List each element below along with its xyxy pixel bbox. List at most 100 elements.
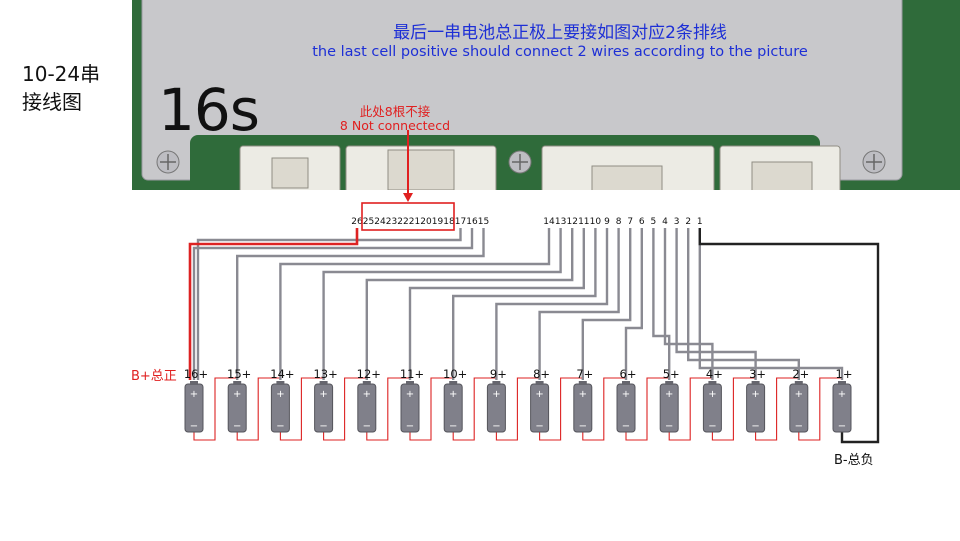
cell-minus-sign: −	[579, 421, 587, 432]
pin-label: 7	[627, 217, 633, 227]
cell-minus-sign: −	[276, 421, 284, 432]
series-link-wire	[366, 377, 410, 441]
series-link-wire	[625, 377, 670, 441]
balance-wire	[675, 228, 757, 380]
series-link-wire	[452, 377, 497, 441]
cell-plus-sign: +	[449, 389, 457, 400]
cell-minus-sign: −	[665, 421, 673, 432]
cell-plus-sign: +	[276, 389, 284, 400]
cell-minus-sign: −	[535, 421, 543, 432]
not-connected-english: 8 Not connectecd	[339, 118, 451, 133]
cell-plus-sign: +	[838, 389, 846, 400]
cell-plus-sign: +	[708, 389, 716, 400]
series-link-wire	[409, 377, 454, 441]
diagram-title: 10-24串 接线图	[22, 62, 101, 114]
pin-label: 6	[639, 217, 645, 227]
series-link-wire	[668, 377, 713, 441]
cell-minus-sign: −	[795, 421, 803, 432]
balance-wire	[698, 228, 844, 380]
cell-label: 16+	[184, 367, 208, 381]
bms-board	[132, 0, 960, 190]
model-label: 16s	[158, 76, 260, 144]
pin-label: 14	[543, 217, 555, 227]
pin-label: 24	[374, 217, 386, 227]
pin-label: 13	[555, 217, 566, 227]
pin-label: 4	[662, 217, 668, 227]
cell-minus-sign: −	[406, 421, 414, 432]
cell-plus-sign: +	[622, 389, 630, 400]
battery-cells: 16++−15++−14++−13++−12++−11++−10++−9++−8…	[184, 367, 853, 433]
cell-minus-sign: −	[838, 421, 846, 432]
connector-small-left	[239, 145, 341, 190]
connector-main-left	[345, 145, 497, 190]
arrow-head-icon	[403, 193, 413, 202]
balance-wire	[687, 228, 800, 380]
top-note-english: the last cell positive should connect 2 …	[312, 44, 808, 60]
balance-wire	[279, 228, 551, 380]
cell-plus-sign: +	[406, 389, 414, 400]
cell-minus-sign: −	[622, 421, 630, 432]
pin-label: 26	[351, 217, 363, 227]
series-link-wire	[582, 377, 626, 441]
not-connected-box	[361, 202, 455, 231]
cell-plus-sign: +	[751, 389, 759, 400]
cell-minus-sign: −	[492, 421, 500, 432]
cell-label: 2+	[792, 367, 809, 381]
connector-main-right	[541, 145, 715, 190]
cell-plus-sign: +	[233, 389, 241, 400]
cell-label: 9+	[490, 367, 507, 381]
b-minus-label: B-总负	[834, 453, 874, 468]
pin-label: 3	[674, 217, 680, 227]
pin-label: 2	[685, 217, 691, 227]
balance-wire	[365, 228, 574, 380]
pin-label: 19	[432, 217, 444, 227]
cell-minus-sign: −	[363, 421, 371, 432]
series-link-wire	[236, 377, 281, 441]
pin-label: 23	[386, 217, 397, 227]
series-link-wire	[323, 377, 367, 441]
cell-plus-sign: +	[579, 389, 587, 400]
pin-label: 20	[420, 217, 432, 227]
cell-plus-sign: +	[665, 389, 673, 400]
balance-wire	[581, 228, 632, 380]
series-link-wire	[539, 377, 583, 441]
pin-label: 11	[578, 217, 589, 227]
balance-wire	[624, 228, 643, 380]
cell-plus-sign: +	[535, 389, 543, 400]
top-note-chinese: 最后一串电池总正极上要接如图对应2条排线	[393, 23, 727, 43]
pin-label: 9	[604, 217, 610, 227]
wires	[188, 228, 880, 444]
cell-minus-sign: −	[449, 421, 457, 432]
cell-plus-sign: +	[319, 389, 327, 400]
cell-minus-sign: −	[751, 421, 759, 432]
pin-label: 18	[443, 217, 455, 227]
series-link-wire	[798, 377, 842, 441]
cell-label: 10+	[443, 367, 467, 381]
pin-label: 1	[697, 217, 703, 227]
balance-wire	[322, 228, 562, 380]
cell-label: 6+	[620, 367, 637, 381]
pin-label: 16	[466, 217, 478, 227]
cell-label: 14+	[270, 367, 294, 381]
balance-wire	[495, 228, 609, 380]
series-link-wire	[193, 377, 238, 441]
balance-wire	[408, 228, 585, 380]
balance-wire	[236, 228, 485, 380]
series-link-wire	[495, 377, 540, 441]
balance-wire-17	[196, 228, 462, 380]
cell-label: 5+	[663, 367, 680, 381]
cell-minus-sign: −	[319, 421, 327, 432]
cell-label: 12+	[357, 367, 381, 381]
pin-label: 21	[409, 217, 420, 227]
b-minus-wire	[698, 228, 880, 444]
series-link-wire	[279, 377, 324, 441]
series-link-wire	[711, 377, 756, 441]
not-connected-chinese: 此处8根不接	[359, 104, 431, 119]
cell-minus-sign: −	[233, 421, 241, 432]
pin-label: 10	[590, 217, 602, 227]
pin-label: 17	[455, 217, 466, 227]
cell-plus-sign: +	[492, 389, 500, 400]
balance-wire	[452, 228, 597, 380]
cell-label: 1+	[836, 367, 853, 381]
